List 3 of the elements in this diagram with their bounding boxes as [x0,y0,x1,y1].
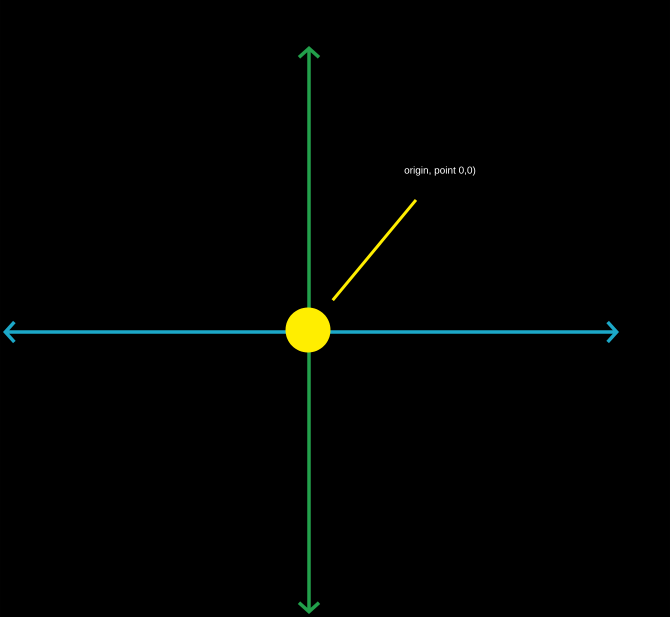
leader-line [332,198,418,302]
origin-dot [286,308,330,352]
text-label: origin, point 0,0) [404,166,476,176]
